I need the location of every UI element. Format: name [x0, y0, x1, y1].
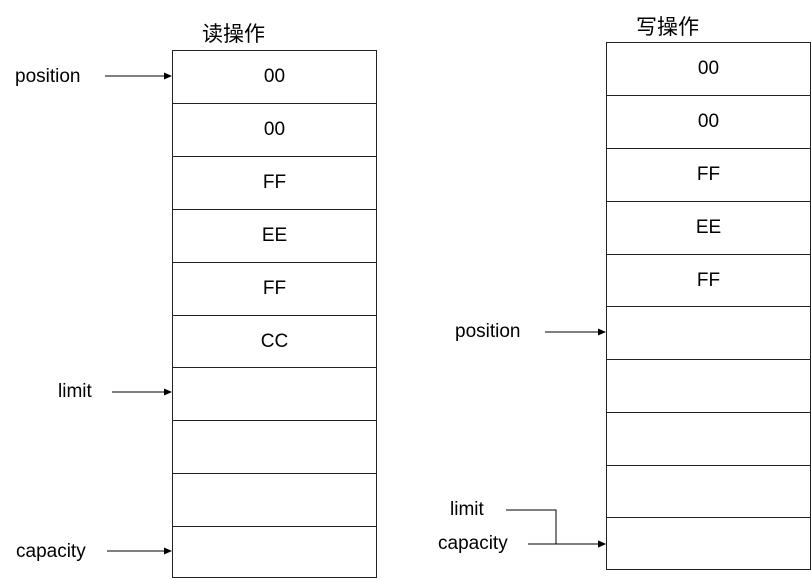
- read-buffer-cell: 00: [173, 50, 376, 103]
- read-buffer-cell: FF: [173, 156, 376, 209]
- write-limit-arrow: [506, 509, 606, 548]
- write-buffer-cell: [607, 465, 810, 517]
- write-buffer-cell: EE: [607, 201, 810, 254]
- write-buffer-cell: [607, 359, 810, 412]
- read-buffer-cell: 00: [173, 103, 376, 156]
- read-limit-label: limit: [58, 381, 92, 402]
- read-panel-title: 读操作: [202, 22, 265, 46]
- write-buffer-cell: FF: [607, 254, 810, 306]
- read-buffer-cell: [173, 526, 376, 578]
- write-panel-title: 写操作: [636, 15, 699, 39]
- write-capacity-label: capacity: [438, 533, 508, 554]
- write-buffer-cell: 00: [607, 42, 810, 95]
- write-buffer-cell: 00: [607, 95, 810, 148]
- write-limit-label: limit: [450, 499, 484, 520]
- read-capacity-label: capacity: [16, 541, 86, 562]
- write-buffer-cell: [607, 517, 810, 570]
- read-buffer-cell: [173, 420, 376, 473]
- read-buffer-column: 00 00 FF EE FF CC: [172, 50, 377, 578]
- read-position-label: position: [15, 66, 81, 87]
- write-buffer-cell: [607, 306, 810, 359]
- read-buffer-cell: [173, 473, 376, 526]
- read-buffer-cell: EE: [173, 209, 376, 262]
- write-buffer-cell: FF: [607, 148, 810, 201]
- read-buffer-cell: CC: [173, 315, 376, 367]
- write-buffer-cell: [607, 412, 810, 465]
- read-buffer-cell: [173, 367, 376, 420]
- read-buffer-cell: FF: [173, 262, 376, 315]
- write-position-label: position: [455, 321, 521, 342]
